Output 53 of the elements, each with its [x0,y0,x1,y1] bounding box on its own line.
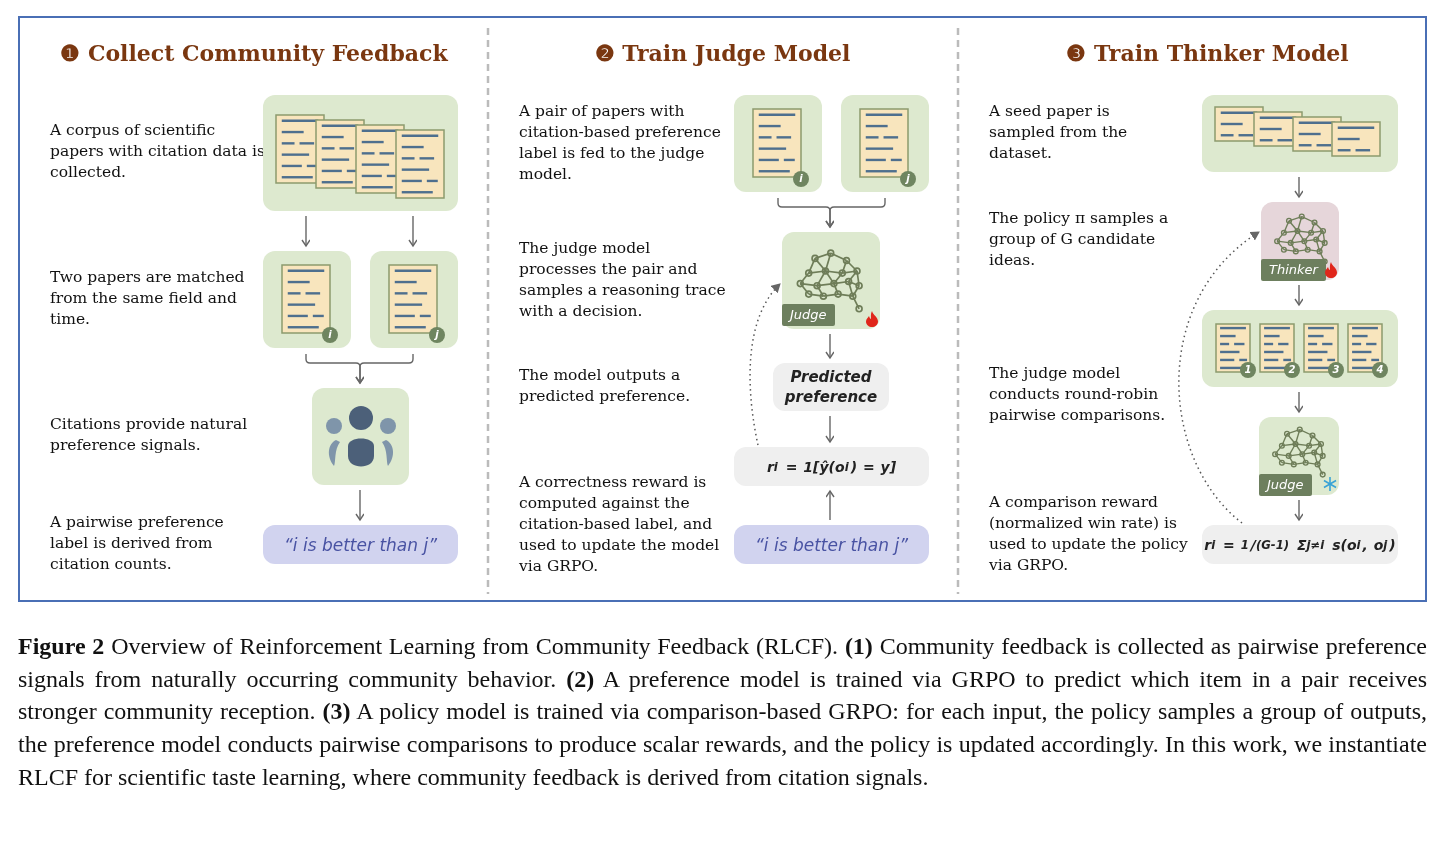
section-heading: ❷ Train Judge Model [593,40,852,66]
feedback-arrow [1178,231,1260,524]
paper-card [841,95,929,192]
section-heading: ❶ Collect Community Feedback [59,40,449,66]
paper-card [263,251,351,348]
preference-label-box: “i is better than j” [734,525,929,564]
step-description: The judge model conducts round-robin pairwise comparisons. [989,363,1167,426]
step-description: The model outputs a predicted preference. [519,365,692,407]
arrow [825,197,886,228]
arrow [825,490,835,521]
seed-paper-card [1202,95,1398,172]
prediction-box: Predicted preference [773,363,889,411]
index-badge: 2 [1284,362,1300,378]
arrow [825,415,835,443]
arrow [355,489,365,521]
model-name-tag: Thinker [1261,259,1326,281]
model-name-tag: Judge [1259,474,1312,496]
step-description: A pair of papers with citation-based preference label is fed to the judge model. [519,101,722,185]
thinker-model-card [1261,202,1339,280]
arrow [301,215,311,247]
index-badge: i [322,327,338,343]
step-description: A comparison reward (normalized win rate) is used to update the policy via GRPO. [989,492,1189,576]
step-description: A seed paper is sampled from the dataset. [989,101,1129,164]
paper-card [370,251,458,348]
community-card [312,388,409,485]
judge-model-card [1259,417,1339,495]
feedback-arrow [749,283,781,446]
section-heading: ❸ Train Thinker Model [1065,40,1350,66]
index-badge: 4 [1372,362,1388,378]
step-description: The policy π samples a group of G candidate ideas. [989,208,1170,271]
step-description: The judge model processes the pair and samples a reasoning trace with a decision. [519,238,727,322]
step-description: A correctness reward is computed against the citation-based label, and used to update the model via GRPO. [519,472,721,577]
index-badge: 1 [1240,362,1256,378]
arrow [825,333,835,359]
step-description: Two papers are matched from the same field and time. [50,267,246,330]
arrow [1294,499,1304,521]
index-badge: 3 [1328,362,1344,378]
arrow [355,353,414,384]
index-badge: j [900,171,916,187]
figure-caption: Figure 2 Overview of Reinforcement Learning from Community Feedback (RLCF). (1) Community feedback is collected as pairwise preference signals from naturally occurring community behavior. (2) A preference model is trained via GRPO to predict which item in a pair receives stronger community reception. (3) A policy model is trained via comparison-based GRPO: for each input, the policy samples a group of outputs, the preference model conducts pairwise comparisons to produce scalar rewards, and the policy is updated accordingly. In this work, we instantiate RLCF for scientific taste learning, where community feedback is derived from citation signals. [18,632,1427,792]
model-name-tag: Judge [782,304,835,326]
step-description: A pairwise preference label is derived from citation counts. [50,512,225,575]
index-badge: i [793,171,809,187]
arrow [1294,391,1304,413]
step-description: Citations provide natural preference signals. [50,414,249,456]
arrow [408,215,418,247]
arrow [1294,176,1304,198]
candidate-ideas-card [1202,310,1398,387]
paper-card [734,95,822,192]
index-badge: j [429,327,445,343]
judge-model-card [782,232,880,329]
preference-label-box: “i is better than j” [263,525,458,564]
arrow [1294,284,1304,306]
